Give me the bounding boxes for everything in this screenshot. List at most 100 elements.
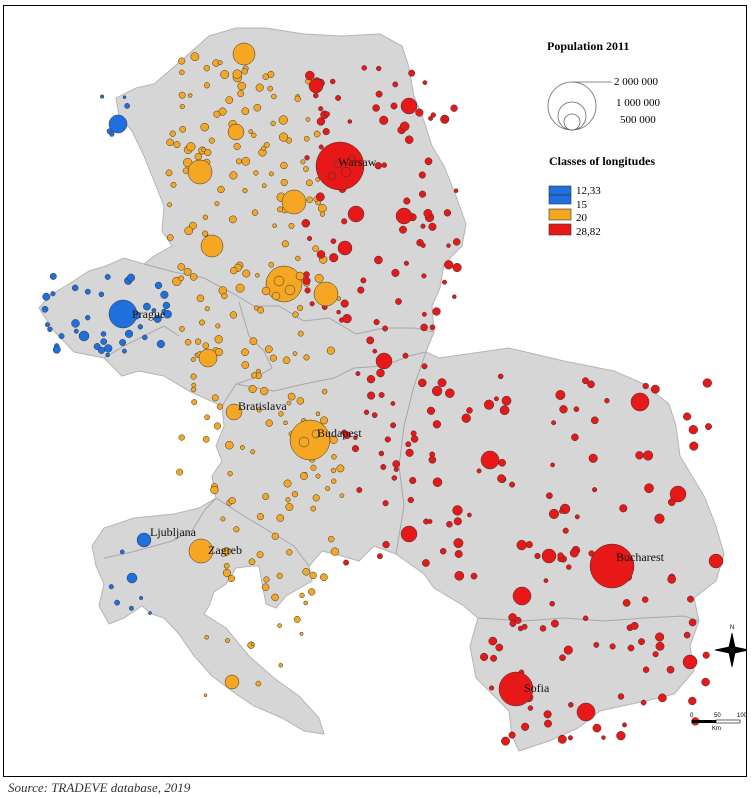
city-dot [202, 435, 210, 443]
city-dot [287, 392, 296, 401]
city-dot [104, 273, 111, 280]
city-dot [654, 513, 665, 524]
city-dot [418, 190, 427, 198]
city-dot [222, 547, 231, 556]
city-dot [609, 643, 616, 650]
city-dot [142, 334, 148, 341]
city-dot [499, 405, 510, 416]
city-dot [281, 240, 289, 248]
city-dot [213, 422, 221, 430]
city-dot [173, 141, 181, 149]
legend-swatch-blue-2 [548, 194, 572, 205]
city-dot [689, 441, 699, 451]
city-dot [688, 425, 698, 435]
city-dot [688, 618, 697, 627]
city-dot [446, 521, 453, 528]
city-dot [400, 525, 418, 543]
city-dot [251, 372, 258, 379]
city-dot [559, 654, 566, 662]
city-dot [644, 483, 654, 494]
city-dot [229, 311, 238, 319]
north-arrow-icon: N [714, 625, 746, 668]
city-dot [269, 354, 277, 362]
city-dot [480, 450, 500, 470]
city-dot [442, 279, 447, 285]
city-dot [229, 171, 238, 180]
city-dot [666, 665, 675, 674]
city-dot [196, 294, 205, 303]
city-dot [49, 272, 57, 280]
city-dot [235, 158, 242, 165]
city-dot [302, 276, 311, 285]
city-dot [183, 267, 192, 276]
city-dot [202, 214, 209, 220]
city-dot [139, 595, 144, 601]
city-dot [285, 497, 291, 503]
city-dot [320, 573, 328, 582]
city-dot [466, 407, 473, 414]
city-dot [343, 559, 350, 566]
city-dot [382, 540, 390, 549]
city-dot [186, 142, 196, 152]
city-dot [622, 722, 627, 728]
legend-class-15: 15 [576, 199, 588, 211]
city-dot [415, 108, 424, 117]
city-dot [329, 78, 336, 85]
city-dot [228, 497, 236, 505]
city-dot [439, 547, 447, 555]
city-dot [337, 240, 353, 256]
city-dot [330, 467, 337, 474]
city-dot [237, 81, 246, 91]
city-dot [265, 419, 273, 427]
city-dot [52, 345, 61, 354]
scale-bar: 0 50 100 Km [690, 713, 746, 732]
city-dot [306, 179, 313, 187]
city-dot [237, 90, 245, 98]
city-dot [253, 305, 259, 311]
city-dot [559, 508, 565, 514]
city-dot [544, 719, 552, 728]
city-dot [643, 450, 654, 461]
city-dot [514, 616, 522, 624]
city-dot [574, 514, 580, 520]
city-dot [271, 593, 279, 602]
city-dot [326, 346, 335, 355]
north-arrow-fill-west [715, 647, 732, 653]
city-dot [622, 599, 631, 607]
city-dot [470, 572, 478, 580]
city-dot [341, 429, 348, 436]
city-dot [557, 552, 564, 559]
city-dot [443, 115, 449, 122]
city-dot [222, 568, 231, 577]
city-dot [409, 476, 417, 485]
city-dot [446, 243, 451, 248]
city-dot [178, 434, 185, 441]
population-circle-small [563, 113, 581, 131]
city-dot [497, 373, 504, 380]
city-dot [452, 294, 457, 299]
city-dot [97, 346, 106, 354]
city-dot [392, 81, 399, 88]
city-dot [432, 420, 442, 429]
city-dot [501, 395, 512, 406]
city-dot [550, 619, 559, 628]
city-dot [241, 156, 251, 166]
city-dot [248, 384, 257, 394]
city-dot [372, 348, 378, 354]
city-dot [452, 505, 463, 516]
city-label-prague: Prague [132, 307, 165, 321]
city-dot [188, 538, 214, 564]
city-dot [303, 354, 310, 361]
land-layer [38, 27, 725, 752]
population-circles [547, 81, 612, 131]
city-dot [650, 384, 660, 394]
city-dot [308, 78, 324, 94]
city-dot [702, 378, 712, 388]
city-dot [422, 80, 428, 85]
city-dot [224, 674, 240, 690]
city-dot [705, 423, 712, 431]
city-dot [137, 324, 143, 330]
city-dot [213, 110, 221, 118]
city-dot [546, 492, 553, 500]
city-dot [293, 615, 301, 623]
